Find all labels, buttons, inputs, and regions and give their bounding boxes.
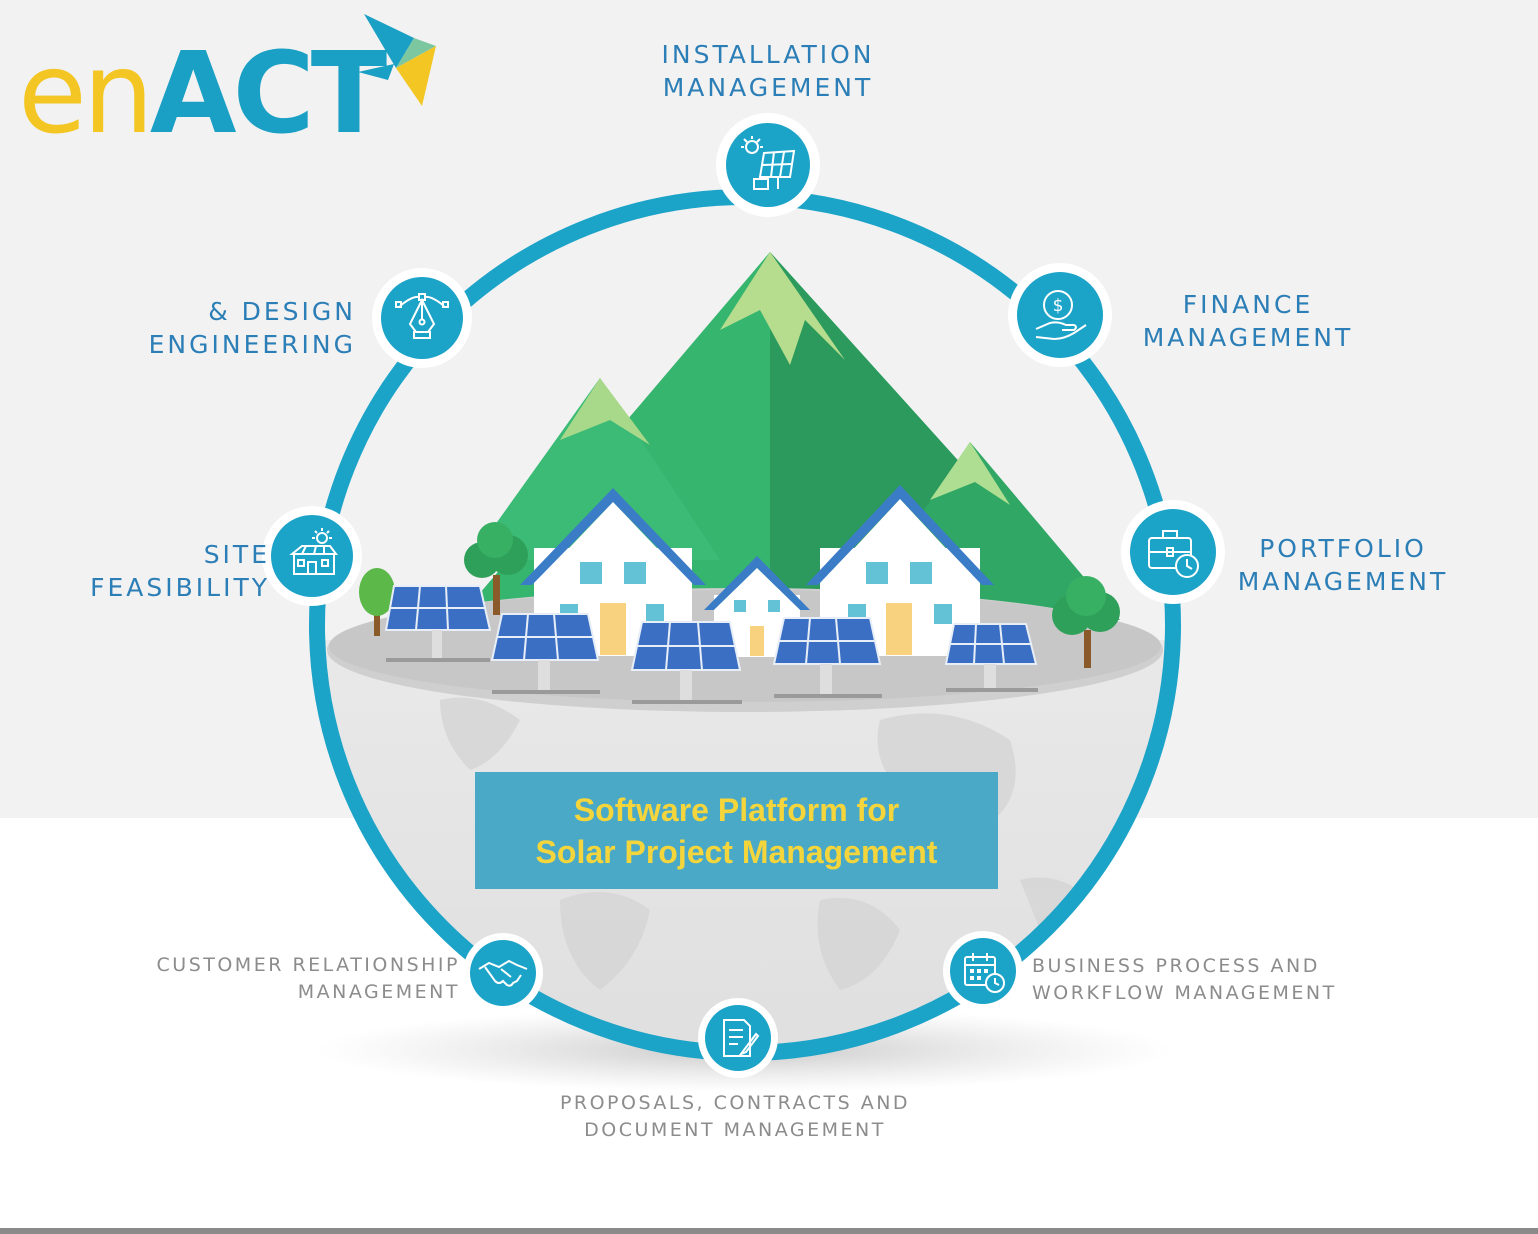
- svg-text:$: $: [1053, 296, 1064, 316]
- node-design: [372, 268, 472, 368]
- platform-title-line1: Software Platform for: [573, 791, 900, 828]
- node-crm: [463, 933, 543, 1013]
- platform-title-line2: Solar Project Management: [535, 833, 938, 870]
- label-finance: FINANCE MANAGEMENT: [1142, 290, 1354, 352]
- document-pen-icon: [723, 1019, 760, 1057]
- node-portfolio: [1121, 500, 1225, 604]
- node-site: [262, 506, 362, 606]
- label-portfolio: PORTFOLIO MANAGEMENT: [1237, 534, 1449, 596]
- label-documents: PROPOSALS, CONTRACTS AND DOCUMENT MANAGE…: [559, 1092, 911, 1141]
- node-documents: [698, 998, 778, 1078]
- enact-logo: enACT: [18, 14, 438, 160]
- label-crm: CUSTOMER RELATIONSHIP MANAGEMENT: [156, 954, 460, 1003]
- node-finance: $: [1008, 263, 1112, 367]
- calendar-clock-icon: [964, 953, 1005, 993]
- label-site: SITE FEASIBILITY: [90, 540, 270, 602]
- label-design: & DESIGN ENGINEERING: [148, 297, 356, 359]
- logo-en: en: [18, 29, 154, 159]
- briefcase-clock-icon: [1148, 530, 1199, 578]
- node-installation: [716, 113, 820, 217]
- handshake-icon: [478, 959, 528, 987]
- trees: [359, 522, 1120, 668]
- label-installation: INSTALLATION MANAGEMENT: [661, 40, 875, 102]
- node-workflow: [943, 931, 1023, 1011]
- solar-panels: [384, 585, 1038, 704]
- solar-house-icon: [289, 528, 338, 575]
- platform-title-box: Software Platform for Solar Project Mana…: [475, 772, 998, 889]
- dollar-hand-icon: $: [1035, 290, 1087, 341]
- logo-bird-mark-icon: [358, 14, 436, 106]
- logo-wordmark: enACT: [18, 38, 387, 150]
- logo-act: ACT: [149, 29, 387, 159]
- bottom-rule: [0, 1228, 1538, 1234]
- solar-panel-sun-icon: [741, 136, 796, 190]
- pen-tool-icon: [395, 293, 449, 339]
- label-workflow: BUSINESS PROCESS AND WORKFLOW MANAGEMENT: [1032, 955, 1337, 1004]
